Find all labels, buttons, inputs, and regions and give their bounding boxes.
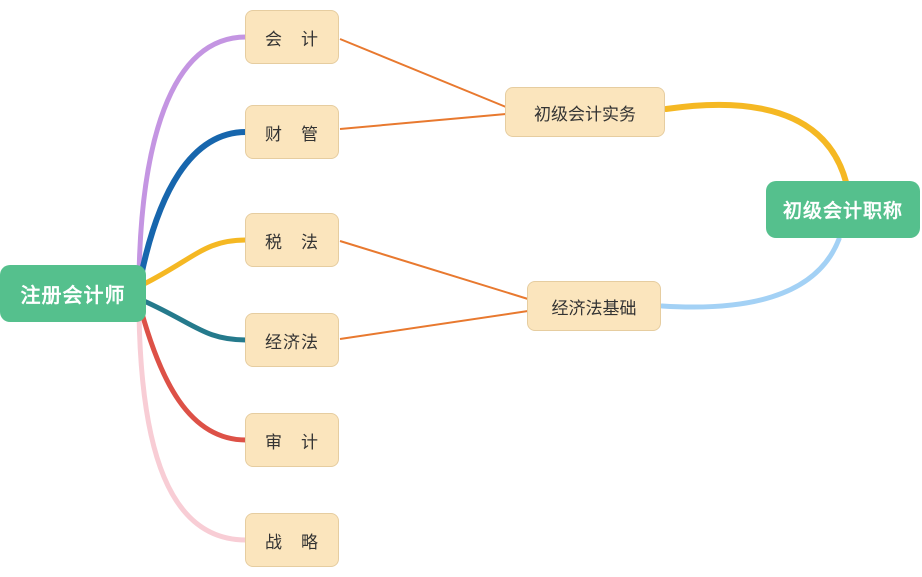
junior-root-label: 初级会计职称: [782, 201, 903, 222]
cpa-root-node[interactable]: 注册会计师: [0, 265, 146, 322]
subject-strategy-label: 战 略: [265, 532, 319, 552]
cpa-economic-law-branch: [141, 298, 249, 343]
cpa-audit-branch: [138, 307, 249, 443]
subject-tax-node[interactable]: 税 法: [245, 213, 339, 267]
subject-economic-law-node[interactable]: 经济法: [245, 313, 339, 367]
junior-practice-node[interactable]: 初级会计实务: [505, 87, 665, 137]
link-finance-to-practice: [339, 113, 507, 130]
link-economic-law-to-econ-basics: [339, 310, 529, 340]
junior-root-node[interactable]: 初级会计职称: [766, 181, 920, 238]
link-accounting-to-practice: [339, 38, 507, 108]
cpa-finance-branch: [138, 129, 249, 279]
subject-economic-law-label: 经济法: [265, 332, 319, 352]
subject-accounting-label: 会 计: [265, 29, 319, 49]
subject-strategy-node[interactable]: 战 略: [245, 513, 339, 567]
junior-practice-label: 初级会计实务: [534, 104, 636, 124]
cpa-strategy-branch: [136, 309, 249, 543]
subject-audit-node[interactable]: 审 计: [245, 413, 339, 467]
cpa-root-label: 注册会计师: [20, 285, 126, 307]
link-tax-to-econ-basics: [339, 240, 529, 300]
subject-tax-label: 税 法: [265, 232, 319, 252]
subject-finance-label: 财 管: [265, 124, 319, 144]
subject-accounting-node[interactable]: 会 计: [245, 10, 339, 64]
subject-audit-label: 审 计: [265, 432, 319, 452]
practice-to-junior-root-branch: [663, 101, 849, 185]
junior-econ-law-basics-label: 经济法基础: [551, 298, 637, 318]
cpa-accounting-branch: [136, 34, 249, 281]
junior-econ-law-basics-node[interactable]: 经济法基础: [527, 281, 661, 331]
econ-basics-to-junior-root-branch: [659, 236, 842, 310]
cpa-tax-branch: [141, 237, 249, 287]
subject-finance-node[interactable]: 财 管: [245, 105, 339, 159]
